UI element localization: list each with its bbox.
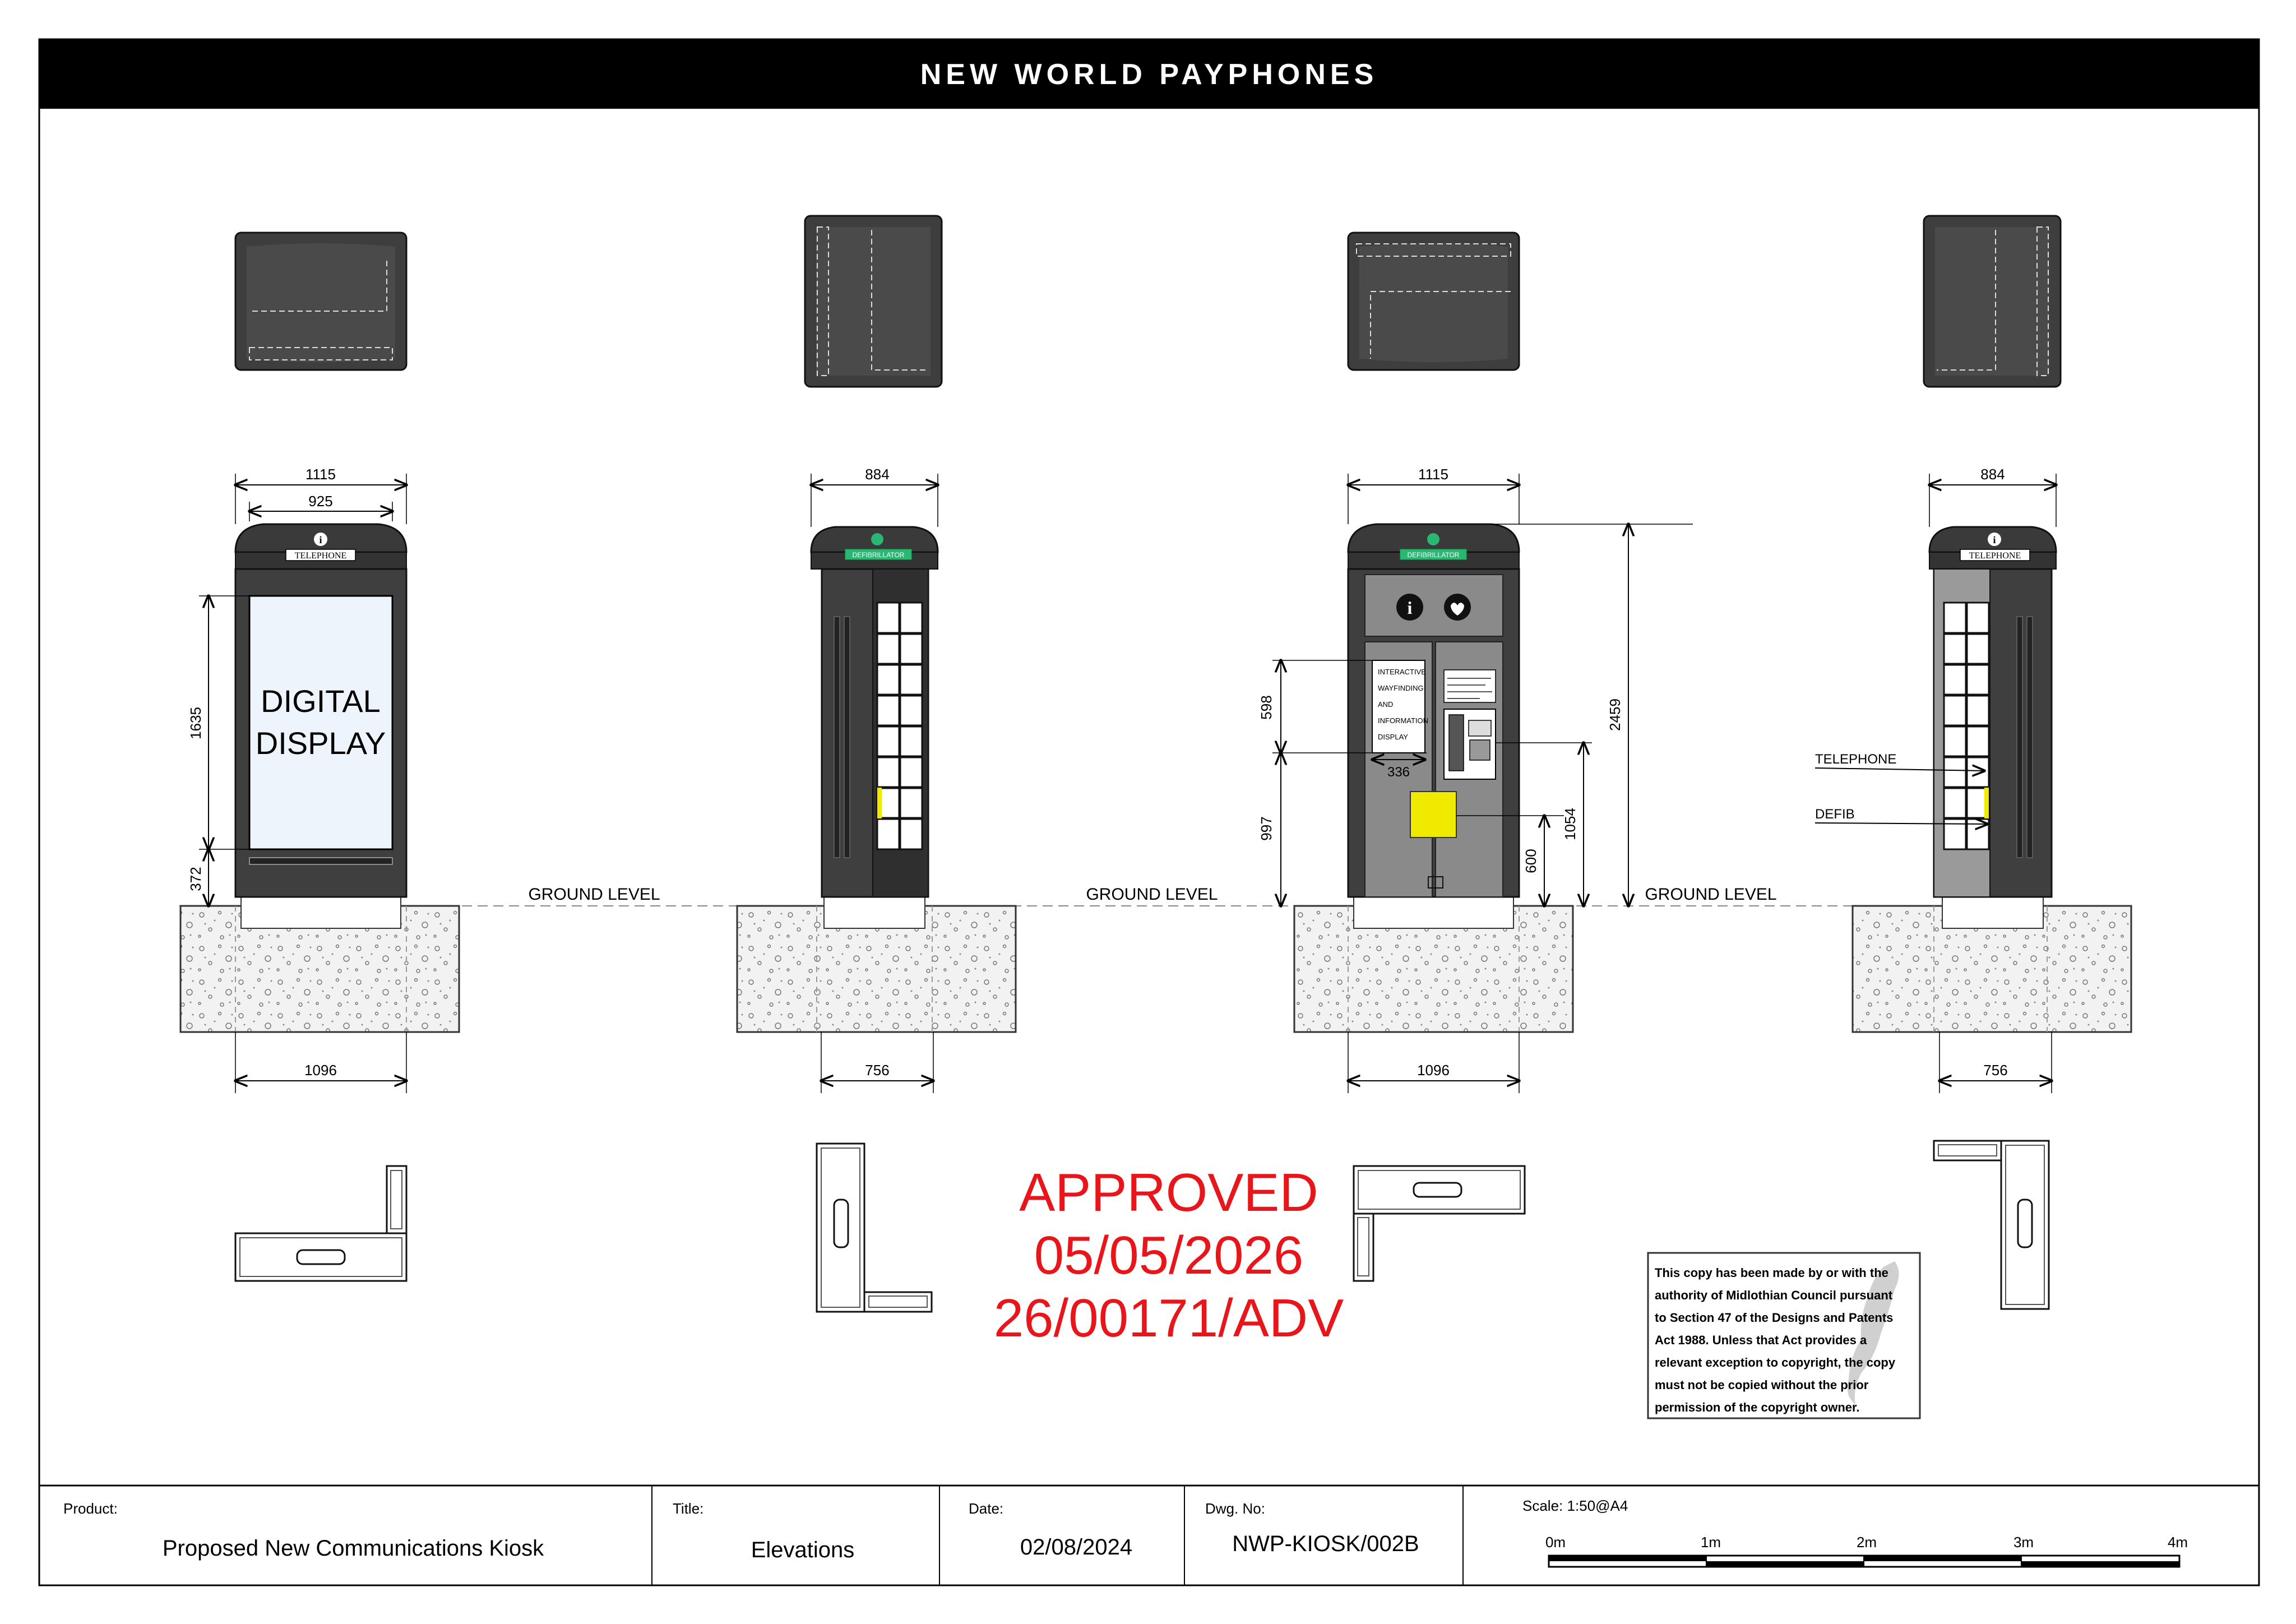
display-line-2: DISPLAY	[256, 725, 386, 761]
sign-telephone-1: TELEPHONE	[295, 551, 346, 561]
title-label: Title:	[673, 1500, 703, 1517]
footprint-plan-3	[1353, 1165, 1526, 1282]
defib-cabinet	[1410, 791, 1457, 838]
dim-rear-598: 598	[1258, 695, 1275, 719]
roof-plan-1	[234, 232, 408, 371]
dim-side-width-2: 884	[1980, 466, 2005, 483]
dim-rear-width: 1115	[1418, 466, 1448, 483]
footprint-plan-1	[234, 1165, 408, 1282]
label-defib: DEFIB	[1815, 807, 1855, 822]
sign-telephone-2: TELEPHONE	[1969, 551, 2021, 561]
scale-bar: 0m 1m 2m 3m 4m	[1545, 1534, 2188, 1568]
scale-tick-1: 1m	[1701, 1534, 1721, 1551]
midlothian-map-watermark	[1847, 1261, 1899, 1404]
dim-front-height-base: 372	[187, 867, 204, 891]
roof-plan-4	[1923, 215, 2062, 388]
elevation-front-display: i TELEPHONE DIGITAL DISPLAY 1115 925 163…	[187, 466, 406, 1093]
dim-rear-600: 600	[1522, 849, 1539, 873]
dim-rear-2459: 2459	[1607, 698, 1623, 731]
stamp-line-3: 26/00171/ADV	[994, 1288, 1344, 1348]
elevation-rear-panels: DEFIBRILLATOR i INTERACTIVE WAYFINDING A…	[1258, 466, 1693, 1093]
dim-front-width-inner: 925	[308, 493, 332, 510]
copyright-line-1: This copy has been made by or with the	[1655, 1266, 1888, 1280]
date-label: Date:	[969, 1500, 1003, 1517]
dim-side-base-width-2: 756	[1983, 1062, 2007, 1079]
ground-level-label-3: GROUND LEVEL	[1645, 885, 1776, 904]
dim-rear-997: 997	[1258, 816, 1275, 840]
title-value: Elevations	[751, 1538, 855, 1562]
dim-side-width-1: 884	[865, 466, 889, 483]
roof-plan-3	[1347, 232, 1520, 371]
scale-tick-4: 4m	[2168, 1534, 2188, 1551]
dim-front-base-width: 1096	[304, 1062, 337, 1079]
scale-tick-3: 3m	[2013, 1534, 2034, 1551]
panel-text-5: DISPLAY	[1378, 733, 1408, 741]
panel-text-2: WAYFINDING	[1378, 684, 1424, 692]
product-value: Proposed New Communications Kiosk	[163, 1536, 544, 1561]
stamp-line-2: 05/05/2026	[1034, 1225, 1303, 1285]
dim-rear-base-width: 1096	[1417, 1062, 1450, 1079]
copyright-notice: This copy has been made by or with the a…	[1647, 1252, 1921, 1419]
dim-front-height-display: 1635	[187, 707, 204, 739]
copyright-line-2: authority of Midlothian Council pursuant	[1655, 1288, 1893, 1302]
svg-text:i: i	[1408, 598, 1413, 618]
header-title: NEW WORLD PAYPHONES	[920, 58, 1378, 91]
scale-tick-2: 2m	[1857, 1534, 1877, 1551]
product-label: Product:	[63, 1500, 118, 1517]
copyright-line-7: permission of the copyright owner.	[1655, 1400, 1860, 1414]
ground-level-label-2: GROUND LEVEL	[1086, 885, 1218, 904]
header-bar: NEW WORLD PAYPHONES	[39, 39, 2259, 109]
svg-text:i: i	[1993, 534, 1996, 545]
copyright-line-5: relevant exception to copyright, the cop…	[1655, 1355, 1896, 1369]
dim-rear-336: 336	[1387, 765, 1410, 780]
sign-defibrillator-1: DEFIBRILLATOR	[853, 551, 905, 559]
panel-text-4: INFORMATION	[1378, 716, 1428, 725]
title-block: Product: Proposed New Communications Kio…	[39, 1484, 2259, 1585]
scale-label: Scale: 1:50@A4	[1522, 1497, 1628, 1514]
footprint-plan-2	[816, 1142, 933, 1313]
svg-text:i: i	[319, 534, 322, 545]
dwg-value: NWP-KIOSK/002B	[1232, 1532, 1419, 1556]
panel-text-1: INTERACTIVE	[1378, 668, 1426, 676]
footprint-plan-4	[1933, 1140, 2050, 1310]
date-value: 02/08/2024	[1020, 1535, 1132, 1560]
copyright-line-6: must not be copied without the prior	[1655, 1378, 1869, 1392]
label-telephone: TELEPHONE	[1815, 752, 1896, 767]
wayfinding-display	[1372, 660, 1425, 753]
copyright-line-4: Act 1988. Unless that Act provides a	[1655, 1333, 1867, 1347]
elevation-side-telephone: i TELEPHONE TELEPHONE DEFIB 884 756	[1814, 466, 2056, 1093]
dwg-label: Dwg. No:	[1205, 1500, 1265, 1517]
elevation-side-window: DEFIBRILLATOR 884 756	[811, 466, 938, 1093]
stamp-line-1: APPROVED	[1019, 1163, 1318, 1223]
dim-front-width-outer: 1115	[305, 466, 336, 483]
info-icon	[314, 533, 327, 546]
digital-display-screen	[248, 595, 394, 850]
dim-rear-1054: 1054	[1562, 808, 1578, 840]
ground-level-label-1: GROUND LEVEL	[528, 885, 660, 904]
approval-stamp: APPROVED 05/05/2026 26/00171/ADV	[994, 1163, 1344, 1348]
sign-defibrillator-2: DEFIBRILLATOR	[1408, 551, 1460, 559]
copyright-line-3: to Section 47 of the Designs and Patents	[1655, 1311, 1893, 1325]
roof-plan-2	[804, 215, 943, 388]
scale-tick-0: 0m	[1545, 1534, 1566, 1551]
display-line-1: DIGITAL	[261, 683, 381, 719]
dim-side-base-width-1: 756	[865, 1062, 889, 1079]
panel-text-3: AND	[1378, 700, 1393, 709]
